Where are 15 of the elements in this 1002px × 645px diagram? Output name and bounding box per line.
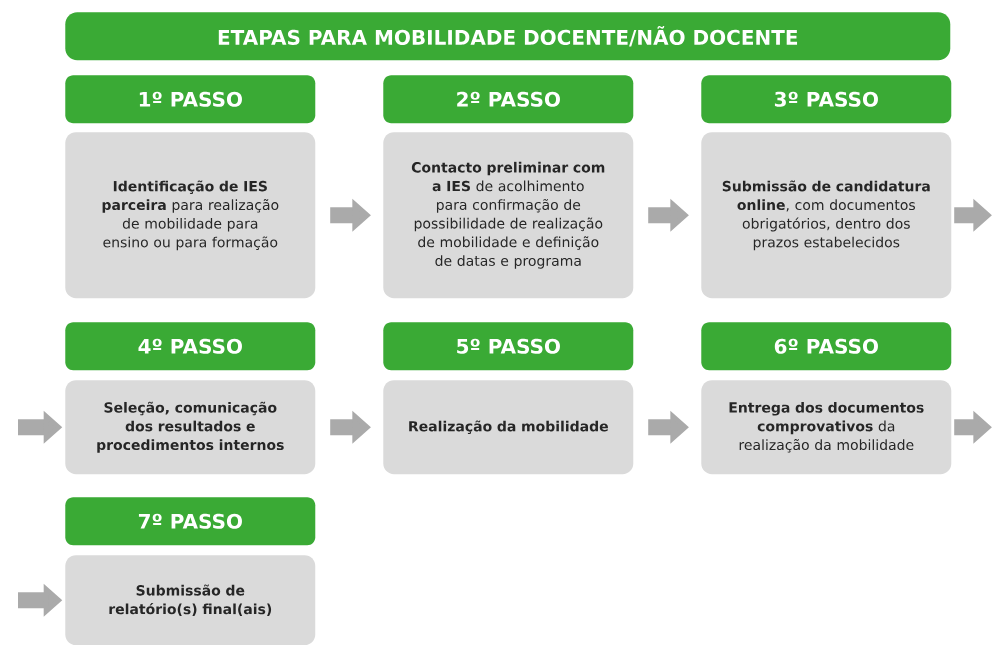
title-banner: ETAPAS PARA MOBILIDADE DOCENTE/NÃO DOCENTE (65, 12, 951, 61)
step-header: 6º PASSO (701, 322, 952, 371)
step-box: Contacto preliminar com a IES de acolhimento para confirmação de possibilidade de realização de mobilidade e definição de datas e programa (383, 132, 634, 299)
step-header: 3º PASSO (701, 75, 952, 124)
step-box: Realização da mobilidade (383, 380, 634, 475)
step-box: Seleção, comunicação dos resultados e procedimentos internos (65, 380, 316, 475)
step-box: Submissão de candidatura online, com documentos obrigatórios, dentro dos prazos estabelecidos (701, 132, 952, 299)
step-header: 1º PASSO (65, 75, 316, 124)
step-header: 2º PASSO (383, 75, 634, 124)
step-box: Submissão de relatório(s) final(ais) (65, 555, 316, 645)
step-header: 4º PASSO (65, 322, 316, 371)
step-header: 5º PASSO (383, 322, 634, 371)
step-box: Entrega dos documentos comprovativos da realização da mobilidade (701, 380, 952, 475)
step-header: 7º PASSO (65, 497, 316, 546)
step-box: Identificação de IES parceira para realização de mobilidade para ensino ou para formação (65, 132, 316, 299)
